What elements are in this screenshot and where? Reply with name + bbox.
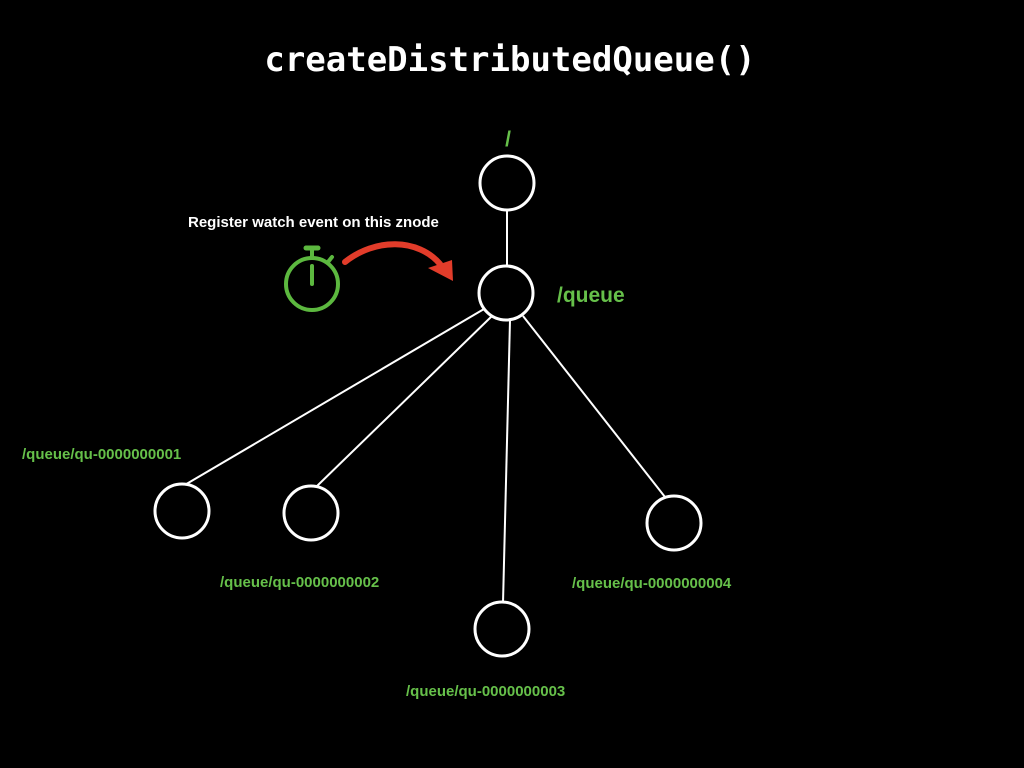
child-znode-1-label: /queue/qu-0000000001 <box>22 446 181 463</box>
queue-znode <box>477 264 535 322</box>
edge-queue-to-child-3 <box>502 319 511 604</box>
node-labels: / /queue /queue/qu-0000000001 /queue/qu-… <box>22 128 732 700</box>
curved-arrow-head <box>428 260 453 281</box>
stopwatch-icon <box>284 245 340 312</box>
edge-queue-to-child-2 <box>315 315 493 488</box>
curved-arrow <box>342 241 453 281</box>
watch-annotation: Register watch event on this znode <box>188 214 439 231</box>
queue-znode-label: /queue <box>557 284 625 307</box>
tree-edges <box>182 209 666 604</box>
edge-queue-to-child-4 <box>522 315 666 498</box>
child-znode-2-label: /queue/qu-0000000002 <box>220 574 379 591</box>
child-znode-4-label: /queue/qu-0000000004 <box>572 575 732 592</box>
root-znode <box>478 154 536 212</box>
page-title: createDistributedQueue() <box>264 40 755 80</box>
child-znode-3 <box>473 600 531 658</box>
root-znode-label: / <box>505 128 511 151</box>
tree-nodes <box>153 154 703 658</box>
stopwatch-side-button <box>326 255 334 264</box>
child-znode-2 <box>282 484 340 542</box>
curved-arrow-shaft <box>342 241 443 267</box>
edge-queue-to-child-1 <box>182 308 485 487</box>
child-znode-4 <box>645 494 703 552</box>
child-znode-3-label: /queue/qu-0000000003 <box>406 683 565 700</box>
child-znode-1 <box>153 482 211 540</box>
